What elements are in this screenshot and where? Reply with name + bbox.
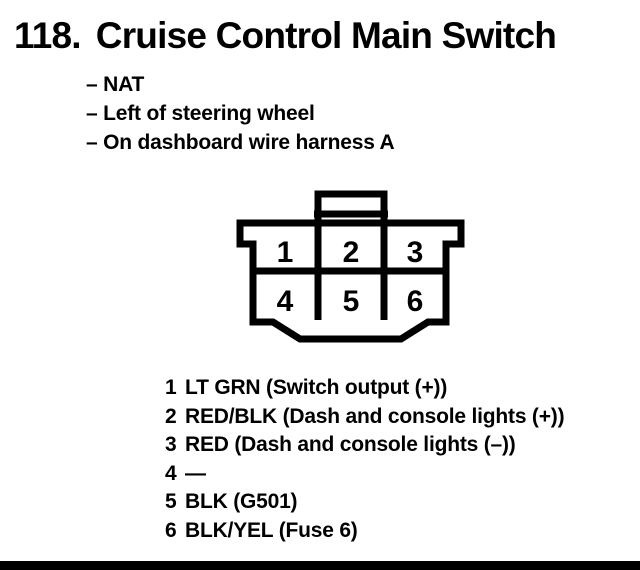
pin-list-number: 5 <box>165 490 177 514</box>
pin-number-3: 3 <box>407 236 424 269</box>
page-edge-bar <box>0 561 640 570</box>
pin-number-2: 2 <box>343 236 360 269</box>
figure-number: 118. <box>14 15 82 56</box>
pin-description-row: 2 RED/BLK (Dash and console lights (+)) <box>165 403 565 432</box>
pin-description-row: 6 BLK/YEL (Fuse 6) <box>165 517 564 546</box>
pin-list-description: BLK/YEL (Fuse 6) <box>185 518 358 542</box>
location-notes: – NAT – Left of steering wheel – On dash… <box>86 70 395 157</box>
pin-description-row: 1 LT GRN (Switch output (+)) <box>165 374 564 403</box>
pin-list-description: RED/BLK (Dash and console lights (+)) <box>185 404 565 428</box>
pin-description-row: 4 — <box>165 460 564 489</box>
pin-list-number: 4 <box>165 461 177 485</box>
pin-list-description: — <box>185 461 206 485</box>
pin-number-5: 5 <box>343 285 360 318</box>
note-line: – On dashboard wire harness A <box>86 131 395 154</box>
pin-list-description: RED (Dash and console lights (–)) <box>185 433 516 457</box>
page-title: 118. Cruise Control Main Switch <box>14 15 557 56</box>
pin-list-number: 2 <box>165 404 177 428</box>
pin-list-number: 3 <box>165 433 177 457</box>
pin-description-row: 5 BLK (G501) <box>165 488 564 517</box>
pin-number-4: 4 <box>277 285 294 318</box>
pin-list-description: LT GRN (Switch output (+)) <box>185 376 448 399</box>
pin-description-row: 3 RED (Dash and console lights (–)) <box>165 431 564 460</box>
figure-title: Cruise Control Main Switch <box>95 15 557 56</box>
connector-body-outline <box>236 219 465 343</box>
pin-list-number: 6 <box>165 518 177 542</box>
pin-list-number: 1 <box>165 376 177 399</box>
connector-latch-tab <box>314 190 388 223</box>
pin-number-1: 1 <box>277 236 294 269</box>
note-line: – Left of steering wheel <box>86 102 315 125</box>
note-line: – NAT <box>86 73 145 96</box>
pin-number-6: 6 <box>407 285 424 318</box>
pin-list-description: BLK (G501) <box>185 490 298 514</box>
pin-description-list: 1 LT GRN (Switch output (+)) 2 RED/BLK (… <box>165 374 565 546</box>
